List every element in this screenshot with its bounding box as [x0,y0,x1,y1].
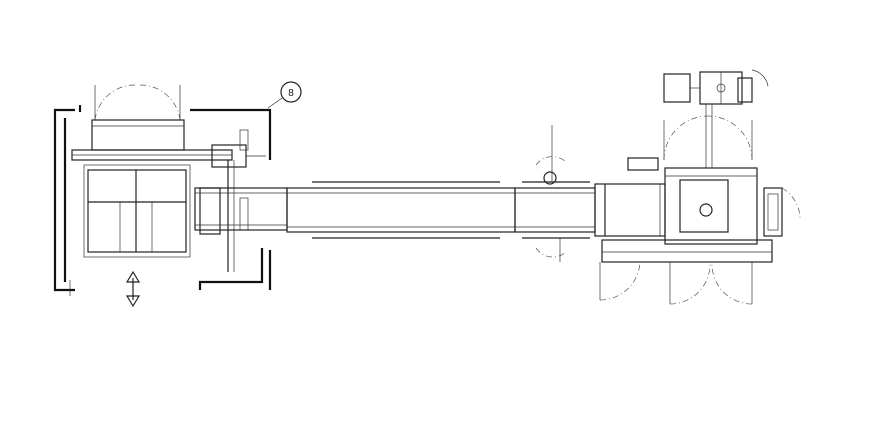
top-drive-unit [663,69,769,168]
callout-balloon: 8 [267,81,302,109]
left-safety-fence [53,105,272,296]
double-arrow-icon [125,270,141,308]
right-door-swings [599,115,801,305]
main-conveyor [194,125,596,262]
right-machine [594,157,783,263]
left-machine [71,119,266,258]
left-transfer [199,160,249,272]
callout-number: 8 [288,88,294,99]
left-door-swings [94,84,181,121]
